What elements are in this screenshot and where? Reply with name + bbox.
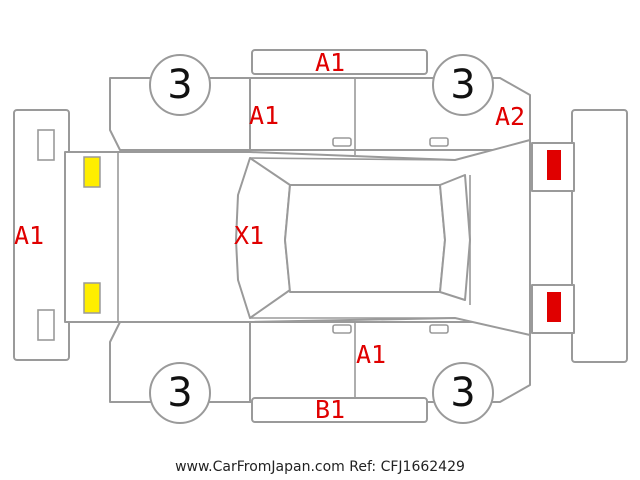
tire-front-right: 3 xyxy=(149,362,211,424)
tire-rear-left-rating: 3 xyxy=(450,62,475,108)
code-rear-quarter: A2 xyxy=(495,102,525,131)
sill-strip xyxy=(251,397,428,423)
car-body-top-view xyxy=(64,139,531,336)
code-front-bumper: A1 xyxy=(14,221,44,250)
tire-rear-right-rating: 3 xyxy=(450,370,475,416)
rear-bumper xyxy=(571,109,628,363)
front-light-upper xyxy=(83,156,101,188)
front-light-lower xyxy=(83,282,101,314)
code-roof: A1 xyxy=(315,48,345,77)
code-right-rear-door: A1 xyxy=(356,340,386,369)
rear-light-upper-fill xyxy=(547,150,561,180)
tire-front-left-rating: 3 xyxy=(167,62,192,108)
tire-front-left: 3 xyxy=(149,54,211,116)
tire-rear-left: 3 xyxy=(432,54,494,116)
code-windshield: X1 xyxy=(234,221,264,250)
roof-strip xyxy=(251,49,428,75)
code-right-sill: B1 xyxy=(315,395,345,424)
tire-front-right-rating: 3 xyxy=(167,370,192,416)
tire-rear-right: 3 xyxy=(432,362,494,424)
code-left-front-door: A1 xyxy=(249,101,279,130)
footer-reference: www.CarFromJapan.com Ref: CFJ1662429 xyxy=(175,459,465,475)
rear-light-lower-fill xyxy=(547,292,561,322)
